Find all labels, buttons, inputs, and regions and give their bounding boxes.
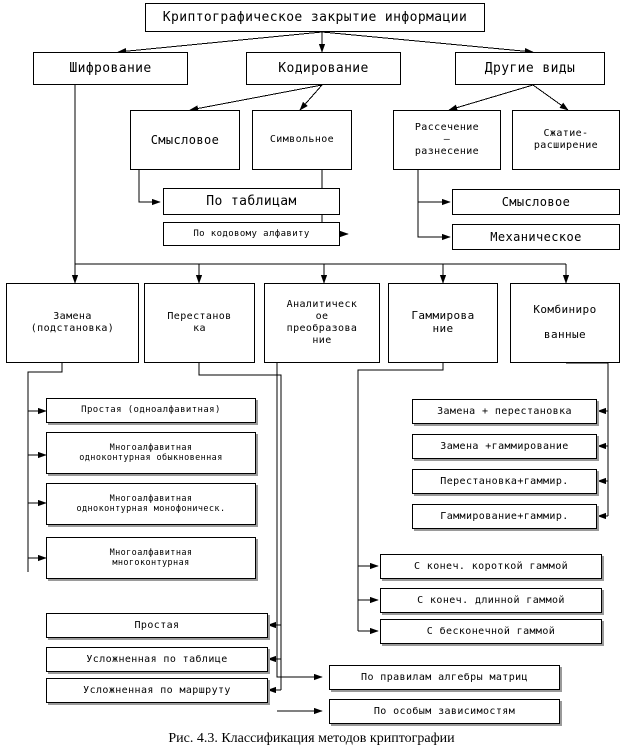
node-method-gamma[interactable]: Гаммирова ние [388,283,498,363]
node-polyalphabetic-single-ordinary[interactable]: Многоалфавитная одноконтурная обыкновенн… [46,432,256,474]
node-permutation-by-table[interactable]: Усложненная по таблице [46,647,268,672]
node-substitution-plus-permutation[interactable]: Замена + перестановка [412,399,597,424]
node-by-tables[interactable]: По таблицам [163,188,340,215]
node-method-analytic[interactable]: Аналитическ ое преобразова ние [264,283,380,363]
node-infinite-gamma[interactable]: С бесконечной гаммой [380,619,602,644]
node-dissection-distribution[interactable]: Рассечение – разнесение [393,110,501,170]
node-semantic-other[interactable]: Смысловое [452,189,620,215]
node-coding[interactable]: Кодирование [246,52,401,85]
node-by-code-alphabet[interactable]: По кодовому алфавиту [163,222,340,246]
figure-caption: Рис. 4.3. Классификация методов криптогр… [168,731,455,746]
node-gamma-plus-gamma[interactable]: Гаммирование+гаммир. [412,504,597,529]
node-matrix-algebra-rules[interactable]: По правилам алгебры матриц [329,665,560,690]
node-special-dependencies[interactable]: По особым зависимостям [329,699,560,724]
node-semantic-coding[interactable]: Смысловое [130,110,240,170]
node-polyalphabetic-multicontour[interactable]: Многоалфавитная многоконтурная [46,537,256,579]
node-symbolic-coding[interactable]: Символьное [252,110,352,170]
node-mechanical[interactable]: Механическое [452,224,620,250]
node-finite-long-gamma[interactable]: С конеч. длинной гаммой [380,588,602,613]
node-method-substitution[interactable]: Замена (подстановка) [6,283,139,363]
node-substitution-plus-gamma[interactable]: Замена +гаммирование [412,434,597,459]
node-method-combined[interactable]: Комбиниро ванные [510,283,620,363]
node-permutation-simple[interactable]: Простая [46,613,268,638]
node-simple-monoalphabetic[interactable]: Простая (одноалфавитная) [46,398,256,423]
node-permutation-plus-gamma[interactable]: Перестановка+гаммир. [412,469,597,494]
node-compression-expansion[interactable]: Сжатие- расширение [512,110,620,170]
node-method-permutation[interactable]: Перестанов ка [144,283,255,363]
node-encryption[interactable]: Шифрование [33,52,188,85]
node-finite-short-gamma[interactable]: С конеч. короткой гаммой [380,554,602,579]
node-other-kinds[interactable]: Другие виды [455,52,605,85]
node-permutation-by-route[interactable]: Усложненная по маршруту [46,678,268,703]
node-root[interactable]: Криптографическое закрытие информации [145,3,485,32]
node-polyalphabetic-single-monophonic[interactable]: Многоалфавитная одноконтурная монофониче… [46,483,256,525]
